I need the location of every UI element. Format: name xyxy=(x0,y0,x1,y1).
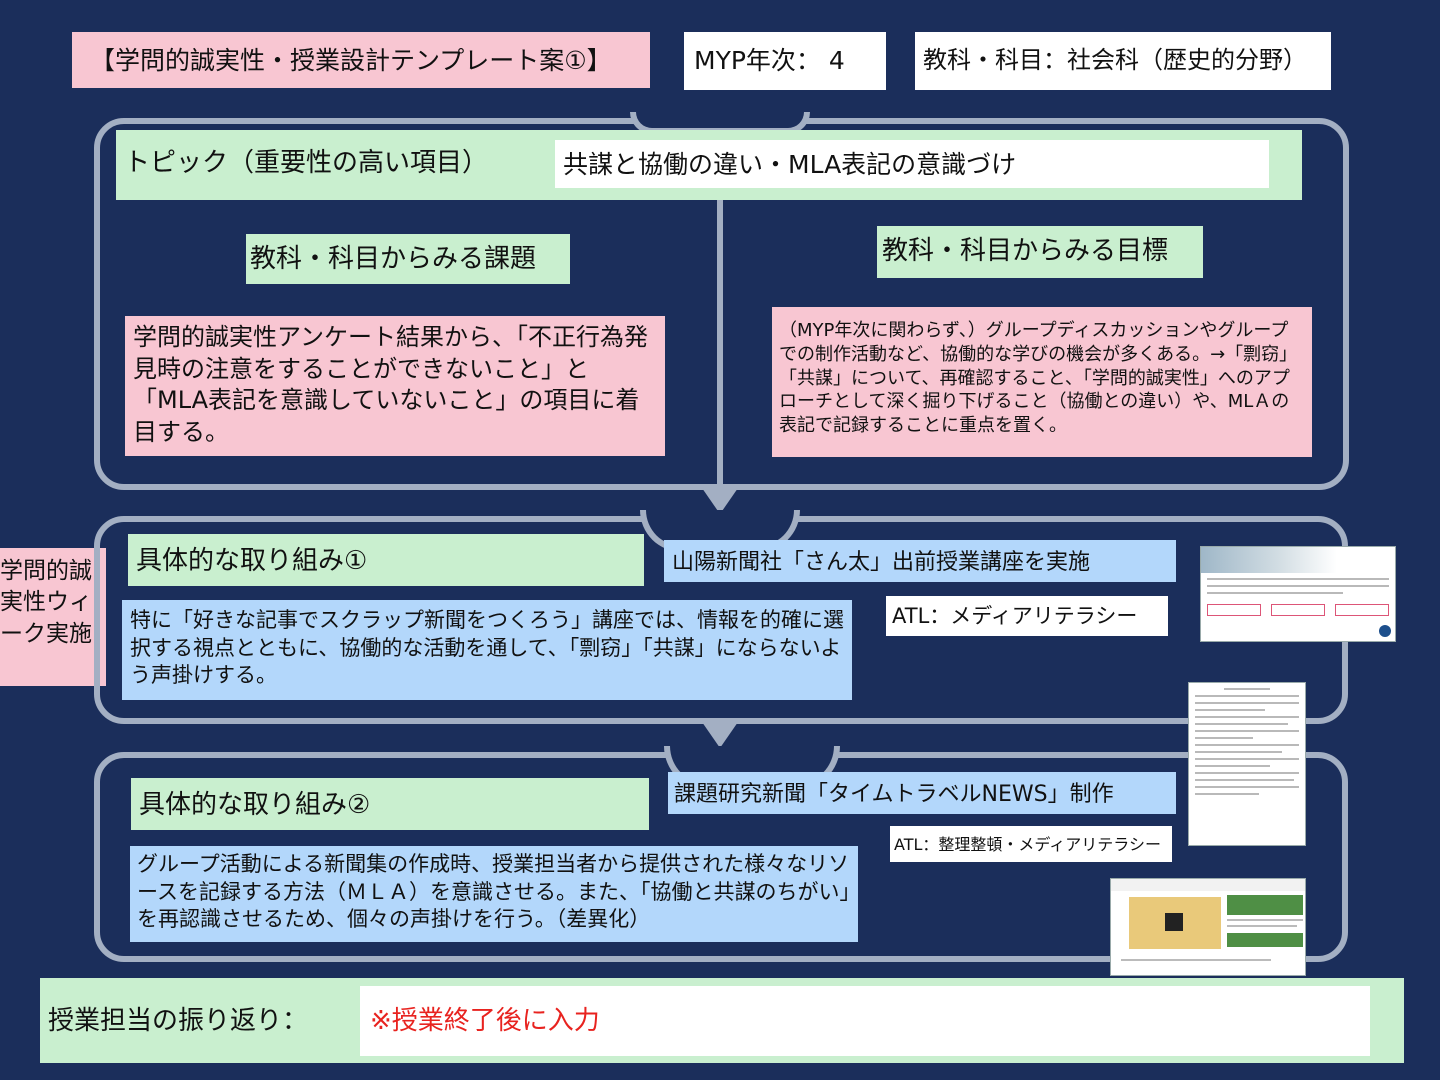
frame-divider xyxy=(717,196,723,490)
action2-title: 課題研究新聞「タイムトラベルNEWS」制作 xyxy=(668,772,1176,814)
goal-text: （MYP年次に関わらず、）グループディスカッションやグループでの制作活動など、協… xyxy=(772,307,1312,457)
topic-label: トピック（重要性の高い項目） xyxy=(124,148,489,178)
action2-text: グループ活動による新聞集の作成時、授業担当者から提供された様々なリソースを記録す… xyxy=(130,846,858,942)
reflection-input[interactable]: ※授業終了後に入力 xyxy=(360,986,1370,1056)
action1-atl: ATL：メディアリテラシー xyxy=(886,596,1168,636)
document-thumbnail xyxy=(1188,682,1306,846)
action1-text: 特に「好きな記事でスクラップ新聞をつくろう」講座では、情報を的確に選択する視点と… xyxy=(122,600,852,700)
reflection-label: 授業担当の振り返り： xyxy=(48,1006,309,1036)
action2-atl: ATL：整理整頓・メディアリテラシー xyxy=(890,826,1172,862)
video-page-thumbnail xyxy=(1110,878,1306,976)
issue-text: 学問的誠実性アンケート結果から、「不正行為発見時の注意をすることができないこと」… xyxy=(125,316,665,456)
down-arrow-2 xyxy=(702,722,738,748)
website-thumbnail-1 xyxy=(1200,546,1396,642)
side-label: 学問的誠実性ウィーク実施 xyxy=(0,548,106,686)
template-title: 【学問的誠実性・授業設計テンプレート案①】 xyxy=(72,32,650,88)
action1-heading: 具体的な取り組み① xyxy=(128,534,644,586)
myp-year-box: MYP年次： 4 xyxy=(684,32,886,90)
action2-heading: 具体的な取り組み② xyxy=(131,778,649,830)
issue-heading: 教科・科目からみる課題 xyxy=(246,234,570,284)
topic-value: 共謀と協働の違い・MLA表記の意識づけ xyxy=(555,140,1269,188)
goal-heading: 教科・科目からみる目標 xyxy=(877,226,1203,278)
subject-box: 教科・科目：社会科（歴史的分野） xyxy=(915,32,1331,90)
action1-title: 山陽新聞社「さん太」出前授業講座を実施 xyxy=(664,540,1176,582)
